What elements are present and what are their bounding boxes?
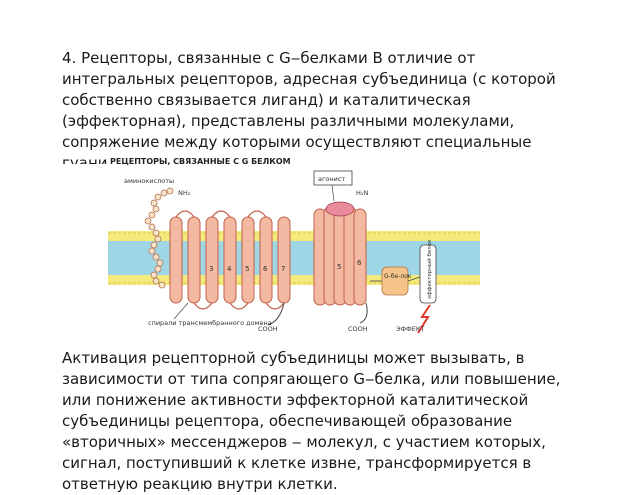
- helix-4: [223, 216, 237, 304]
- label-cooh-right: COOH: [348, 325, 368, 333]
- left-receptor-helices: [169, 210, 291, 326]
- g-protein-box: [381, 266, 409, 296]
- membrane-bottom-layer: [108, 275, 480, 285]
- figure-title: РЕЦЕПТОРЫ, СВЯЗАННЫЕ С G БЕЛКОМ: [110, 157, 291, 166]
- amino-acid-chain: [144, 187, 174, 289]
- helix-number-4: 4: [227, 265, 232, 273]
- receptor-diagram: РЕЦЕПТОРЫ, СВЯЗАННЫЕ С G БЕЛКОМ аминокис…: [108, 157, 480, 334]
- agonist-molecule: [325, 201, 355, 217]
- label-effector-protein: эффекторный белок: [426, 239, 433, 299]
- effect-arrow: [417, 304, 431, 334]
- label-nh2-left: NH₂: [178, 189, 191, 197]
- right-receptor-bundle: [313, 201, 368, 324]
- label-g-protein: G-бе-лок: [384, 273, 412, 280]
- label-agonist: агонист: [318, 175, 345, 183]
- effector-protein-box: [419, 244, 437, 304]
- helix-3: [205, 216, 219, 304]
- helix-6: [259, 216, 273, 304]
- label-effect: ЭФФЕКТ: [396, 325, 424, 333]
- helix-number-3: 3: [209, 265, 213, 273]
- helix-number-6: 6: [263, 265, 268, 273]
- helix-number-r5: 5: [337, 263, 341, 271]
- label-spirals: спирали трансмембранного домена: [148, 319, 272, 327]
- label-cooh-left: COOH: [258, 325, 278, 333]
- helix-7: [277, 216, 291, 304]
- receptor-figure: РЕЦЕПТОРЫ, СВЯЗАННЫЕ С G БЕЛКОМ аминокис…: [108, 153, 480, 343]
- helix-1: [169, 216, 183, 304]
- agonist-label-box: [313, 170, 353, 186]
- helix-number-5: 5: [245, 265, 249, 273]
- helix-5: [241, 216, 255, 304]
- label-h2n-right: H₂N: [356, 189, 368, 197]
- helix-number-r6: 6: [357, 259, 362, 267]
- helix-number-7: 7: [281, 265, 285, 273]
- paragraph-2: Активация рецепторной субъединицы может …: [62, 349, 561, 493]
- paragraph-1: 4. Рецепторы, связанные с G‒белками В от…: [62, 49, 556, 164]
- helix-2: [187, 216, 201, 304]
- membrane-top-layer: [108, 231, 480, 241]
- label-amino-acids: аминокислоты: [124, 177, 174, 185]
